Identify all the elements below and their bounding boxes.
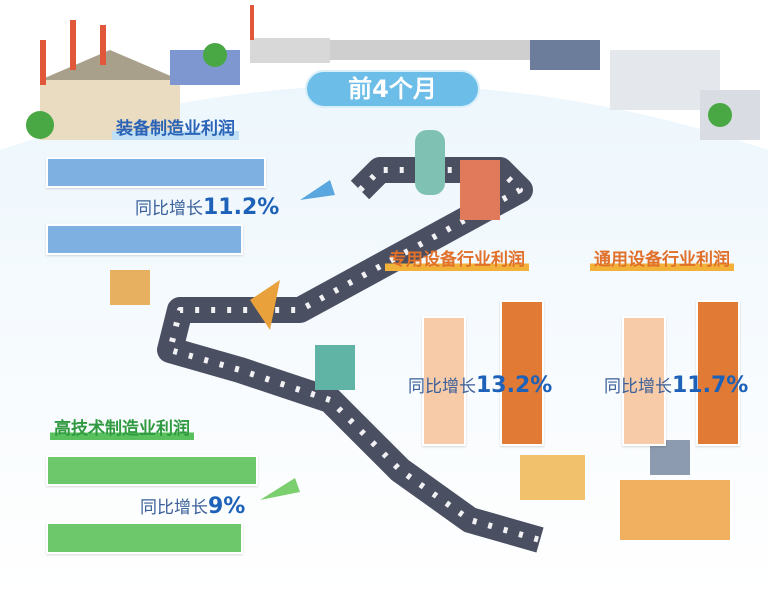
delivery-truck	[520, 455, 585, 500]
hightech-bar-previous	[46, 455, 258, 486]
hightech-growth-label: 同比增长9%	[140, 494, 246, 519]
general-growth-label: 同比增长11.7%	[604, 373, 749, 398]
scanner-machine	[315, 345, 355, 390]
period-badge: 前4个月	[305, 70, 480, 108]
special-growth-label: 同比增长13.2%	[408, 373, 553, 398]
control-panel	[460, 160, 500, 220]
tank-machine	[415, 130, 445, 195]
general-equipment-profit-title: 通用设备行业利润	[590, 249, 734, 271]
equipment-profit-title: 装备制造业利润	[112, 118, 239, 140]
equipment-bar-current	[46, 224, 243, 255]
computer-station	[110, 270, 150, 305]
hightech-bar-current	[46, 522, 243, 554]
equipment-growth-label: 同比增长11.2%	[135, 195, 280, 220]
general-bar-current	[696, 300, 740, 446]
special-bar-current	[500, 300, 544, 446]
office-desk	[620, 480, 730, 540]
hightech-profit-title: 高技术制造业利润	[50, 418, 194, 440]
special-equipment-profit-title: 专用设备行业利润	[385, 249, 529, 271]
green-arrow-icon	[260, 478, 300, 500]
blue-arrow-icon	[300, 180, 335, 200]
robot-arm	[250, 280, 280, 330]
general-bar-previous	[622, 316, 666, 446]
special-bar-previous	[422, 316, 466, 446]
equipment-bar-previous	[46, 157, 266, 188]
factory-skyline	[26, 5, 760, 140]
